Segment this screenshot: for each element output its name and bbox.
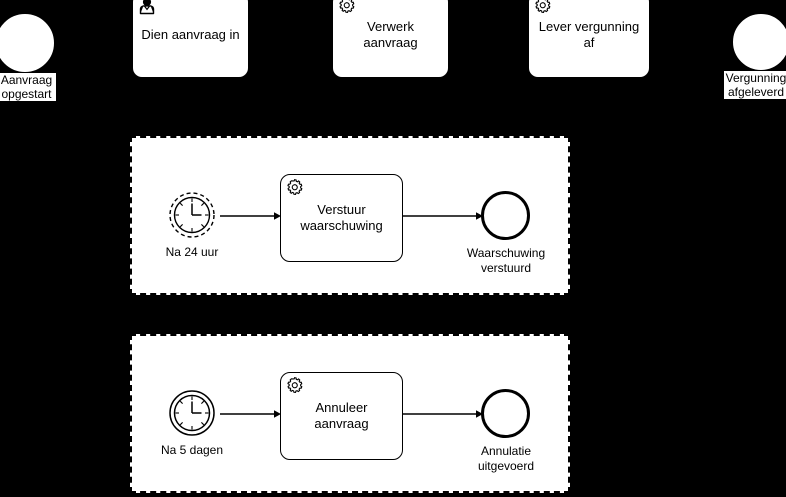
timer-label: Na 24 uur (165, 245, 219, 259)
end-event-label: Waarschuwing verstuurd (466, 246, 546, 275)
task-dien-aanvraag-in[interactable]: Dien aanvraag in (132, 0, 249, 78)
task-verstuur-waarschuwing[interactable]: Verstuur waarschuwing (280, 174, 403, 262)
task-label: Lever vergunning af (538, 19, 640, 50)
subprocess-annulatie[interactable]: Na 5 dagen Annuleer aanvraag (130, 334, 570, 493)
subprocess-waarschuwing[interactable]: Na 24 uur Verstuur waarschuwing (130, 136, 570, 295)
task-annuleer-aanvraag[interactable]: Annuleer aanvraag (280, 372, 403, 460)
task-label: Verwerk aanvraag (363, 19, 418, 50)
sequence-flow-task-to-end (403, 211, 484, 221)
task-label: Annuleer aanvraag (314, 400, 369, 431)
sequence-flow-timer-to-task (220, 211, 282, 221)
end-event-label: Vergunning afgeleverd (724, 71, 786, 99)
sequence-flow-timer-to-task (220, 409, 282, 419)
timer-event-icon-na-5-dagen[interactable] (168, 389, 216, 437)
service-task-gear-icon (534, 0, 552, 15)
timer-label: Na 5 dagen (160, 443, 224, 457)
start-event-circle[interactable] (0, 14, 54, 72)
end-event-circle[interactable] (733, 14, 786, 70)
task-label: Verstuur waarschuwing (300, 202, 383, 233)
end-event-label: Annulatie uitgevoerd (477, 444, 535, 473)
end-event-circle-annulatie[interactable] (481, 389, 530, 438)
task-lever-vergunning-af[interactable]: Lever vergunning af (528, 0, 650, 78)
user-task-icon (138, 0, 156, 15)
task-label: Dien aanvraag in (141, 27, 240, 42)
task-verwerk-aanvraag[interactable]: Verwerk aanvraag (332, 0, 449, 78)
start-event-label: Aanvraag opgestart (0, 73, 56, 101)
timer-event-icon-na-24-uur[interactable] (168, 191, 216, 239)
service-task-gear-icon (286, 179, 304, 197)
service-task-gear-icon (338, 0, 356, 15)
service-task-gear-icon (286, 377, 304, 395)
sequence-flow-task-to-end (403, 409, 484, 419)
end-event-circle-waarschuwing[interactable] (481, 191, 530, 240)
